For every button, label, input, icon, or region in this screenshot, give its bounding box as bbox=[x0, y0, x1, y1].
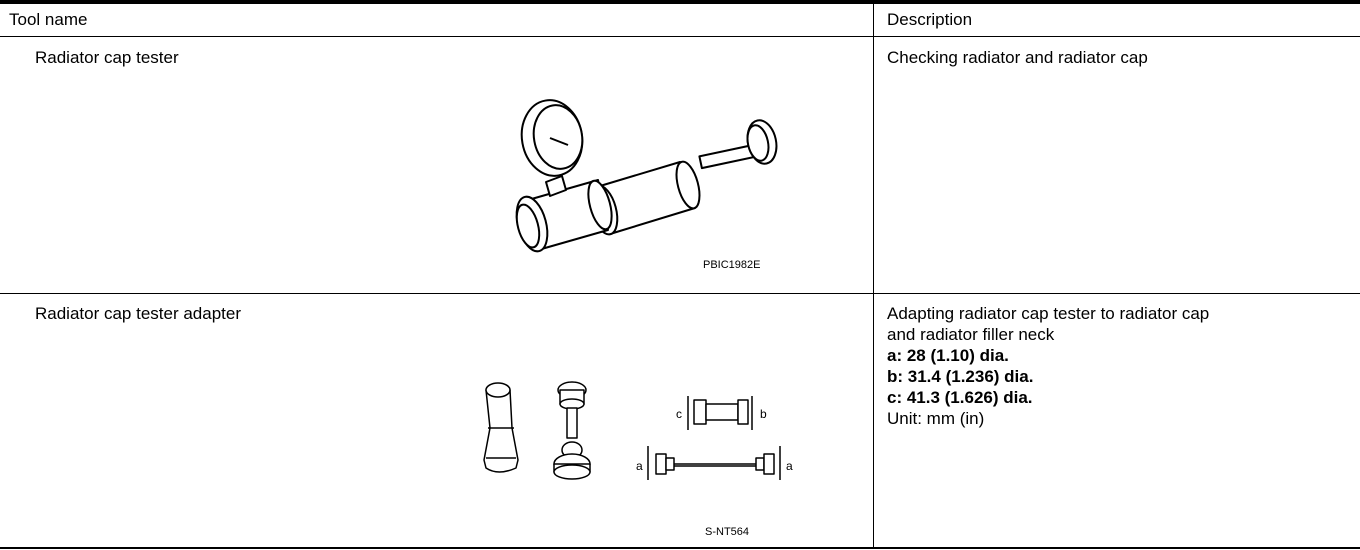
label-a-left: a bbox=[636, 459, 643, 473]
spec-b: b: 31.4 (1.236) dia. bbox=[887, 367, 1034, 386]
label-a-right: a bbox=[786, 459, 793, 473]
tool-name-radiator-cap-tester: Radiator cap tester bbox=[35, 48, 179, 67]
radiator-cap-tester-illustration bbox=[515, 99, 778, 253]
label-b: b bbox=[760, 407, 767, 421]
spec-c: c: 41.3 (1.626) dia. bbox=[887, 388, 1033, 407]
radiator-cap-tester-adapter-illustration: c b a a bbox=[483, 381, 793, 480]
spec-a: a: 28 (1.10) dia. bbox=[887, 346, 1009, 365]
unit-note: Unit: mm (in) bbox=[887, 409, 985, 428]
header-description: Description bbox=[887, 10, 973, 29]
label-c: c bbox=[676, 407, 682, 421]
figure-code-pbic1982e: PBIC1982E bbox=[703, 259, 761, 271]
description-radiator-cap-tester: Checking radiator and radiator cap bbox=[887, 48, 1148, 67]
tool-name-radiator-cap-tester-adapter: Radiator cap tester adapter bbox=[35, 304, 242, 323]
table-top-rule bbox=[0, 0, 1360, 4]
description-line-2: and radiator filler neck bbox=[887, 325, 1055, 344]
column-divider bbox=[873, 4, 874, 548]
header-divider bbox=[0, 36, 1360, 37]
table-bottom-rule bbox=[0, 547, 1360, 549]
row-divider bbox=[0, 293, 1360, 294]
figure-code-s-nt564: S-NT564 bbox=[705, 526, 750, 538]
header-tool-name: Tool name bbox=[9, 10, 88, 29]
description-line-1: Adapting radiator cap tester to radiator… bbox=[887, 304, 1210, 323]
